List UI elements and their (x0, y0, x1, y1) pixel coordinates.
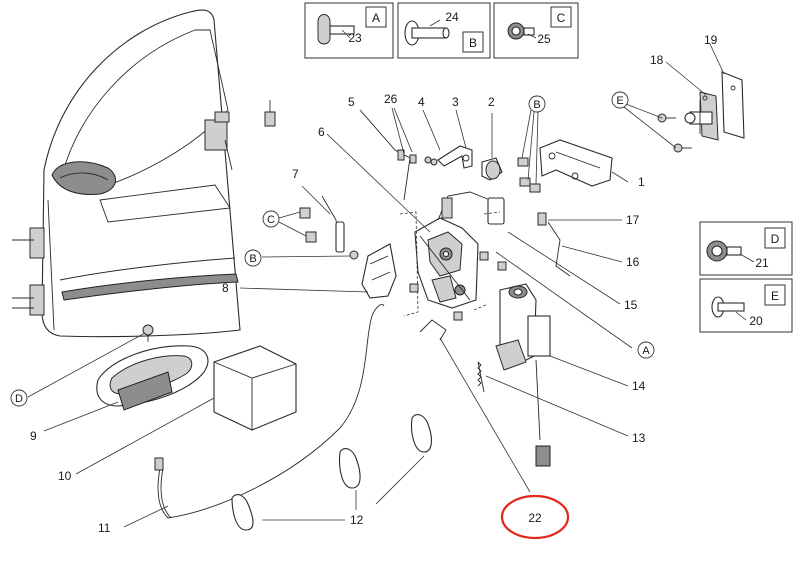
callout-7: 7 (292, 167, 299, 181)
detail-box-d-part: 21 (755, 256, 769, 270)
lock-actuator (477, 283, 629, 467)
callout-15: 15 (624, 298, 638, 312)
svg-text:B: B (249, 253, 256, 265)
small-bolt-top (264, 100, 276, 127)
svg-text:B: B (533, 99, 540, 111)
detail-box-c: C 25 (493, 2, 579, 59)
callout-5: 5 (348, 95, 355, 109)
detail-box-b: B 24 (397, 2, 491, 59)
lock-lever (422, 109, 473, 169)
letter-marker-c-left: C (262, 210, 307, 237)
callout-26: 26 (384, 92, 398, 106)
letter-marker-b-top: B (521, 95, 546, 185)
letter-marker-a-right: A (637, 341, 655, 359)
rod-7 (299, 185, 345, 253)
release-cable (123, 304, 385, 528)
svg-text:C: C (267, 214, 275, 226)
door-panel (12, 9, 241, 338)
detail-box-e: E 20 (699, 278, 793, 333)
callout-10: 10 (58, 469, 72, 483)
svg-text:D: D (15, 393, 23, 405)
outer-handle-bracket (517, 139, 613, 193)
hinge-assembly (657, 71, 745, 153)
detail-box-b-part: 24 (445, 10, 459, 24)
callout-2: 2 (488, 95, 495, 109)
latch-bolts (409, 251, 507, 321)
svg-text:A: A (642, 345, 650, 357)
callout-3: 3 (452, 95, 459, 109)
door-latch (399, 191, 505, 317)
rod-16 (537, 212, 623, 277)
callout-14: 14 (632, 379, 646, 393)
detail-box-a-part: 23 (348, 31, 362, 45)
detail-box-d: D 21 (699, 221, 793, 276)
detail-box-e-letter: E (771, 289, 779, 303)
callout-4: 4 (418, 95, 425, 109)
rod-22 (419, 319, 531, 493)
detail-box-a-letter: A (372, 11, 380, 25)
highlighted-callout-22: 22 (500, 494, 570, 540)
callout-22: 22 (528, 511, 542, 525)
cable-clips (231, 414, 433, 531)
detail-box-c-part: 25 (537, 32, 551, 46)
callout-18: 18 (650, 53, 664, 67)
callout-19: 19 (704, 33, 718, 47)
callout-11: 11 (98, 521, 111, 535)
svg-text:E: E (616, 95, 623, 107)
letter-marker-d-left: D (10, 389, 28, 407)
callout-9: 9 (30, 429, 37, 443)
inner-handle (27, 324, 209, 432)
rod-5 (359, 107, 417, 201)
callout-8: 8 (222, 281, 229, 295)
detail-box-b-letter: B (469, 36, 477, 50)
callout-16: 16 (626, 255, 640, 269)
detail-box-e-part: 20 (749, 314, 763, 328)
detail-box-a: A 23 (304, 2, 394, 59)
module-box (75, 345, 297, 475)
callout-1: 1 (638, 175, 645, 189)
callout-6: 6 (318, 125, 325, 139)
letter-marker-e-top: E (611, 91, 677, 149)
callout-17: 17 (626, 213, 640, 227)
callout-12: 12 (350, 513, 364, 527)
letter-marker-b-left: B (244, 249, 262, 267)
lock-cylinder (481, 113, 503, 181)
inner-bracket-8 (239, 243, 397, 299)
detail-box-d-letter: D (771, 232, 780, 246)
callout-13: 13 (632, 431, 646, 445)
detail-box-c-letter: C (557, 11, 566, 25)
